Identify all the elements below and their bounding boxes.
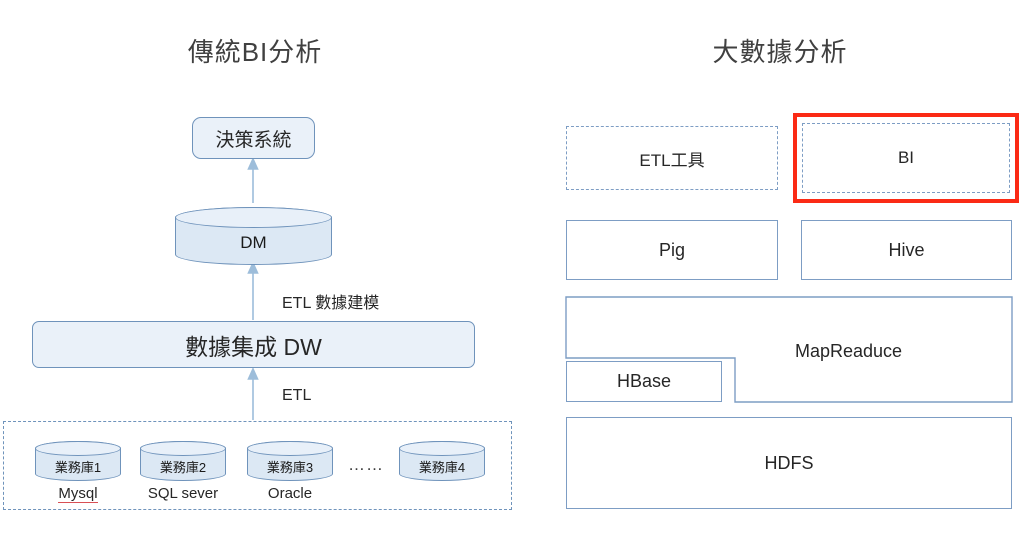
source-name-2: SQL sever bbox=[147, 485, 219, 502]
dm-cylinder-top bbox=[174, 206, 332, 228]
source-name-1: Mysql bbox=[35, 485, 121, 503]
mapreduce-label[interactable]: MapReaduce bbox=[795, 341, 903, 361]
hive-box[interactable]: Hive bbox=[801, 220, 1012, 280]
etl-label: ETL bbox=[282, 387, 312, 404]
source-cylinder-1-top bbox=[34, 440, 121, 456]
bi-highlight-rect bbox=[793, 113, 1019, 203]
decision-system-box[interactable]: 決策系統 bbox=[192, 117, 315, 159]
hdfs-box[interactable]: HDFS bbox=[566, 417, 1012, 509]
bi-box[interactable]: BI bbox=[802, 123, 1010, 193]
source-cylinder-2-top bbox=[139, 440, 226, 456]
ellipsis-dots: …… bbox=[348, 455, 384, 474]
etl-tool-box[interactable]: ETL工具 bbox=[566, 126, 778, 190]
source-name-1-text: Mysql bbox=[58, 485, 98, 503]
source-cylinder-2-label: 業務庫2 bbox=[159, 459, 207, 475]
source-cylinder-1-label: 業務庫1 bbox=[54, 459, 102, 475]
left-title: 傳統BI分析 bbox=[187, 37, 323, 67]
pig-box[interactable]: Pig bbox=[566, 220, 778, 280]
dm-cylinder[interactable]: DM bbox=[174, 206, 332, 265]
dw-box[interactable]: 數據集成 DW bbox=[32, 321, 475, 368]
source-systems-group bbox=[3, 421, 512, 510]
source-cylinder-3-label: 業務庫3 bbox=[266, 459, 314, 475]
source-cylinder-4-label: 業務庫4 bbox=[418, 459, 466, 475]
source-cylinder-2[interactable]: 業務庫2 bbox=[139, 440, 226, 481]
source-cylinder-4[interactable]: 業務庫4 bbox=[398, 440, 485, 481]
hbase-box[interactable]: HBase bbox=[566, 361, 722, 402]
dm-cylinder-label: DM bbox=[240, 232, 267, 252]
source-cylinder-3-top bbox=[246, 440, 333, 456]
etl-modeling-label: ETL 數據建模 bbox=[282, 295, 380, 312]
right-title: 大數據分析 bbox=[712, 37, 848, 67]
source-cylinder-1[interactable]: 業務庫1 bbox=[34, 440, 121, 481]
source-cylinder-4-top bbox=[398, 440, 485, 456]
source-name-3: Oracle bbox=[267, 485, 313, 502]
source-cylinder-3[interactable]: 業務庫3 bbox=[246, 440, 333, 481]
